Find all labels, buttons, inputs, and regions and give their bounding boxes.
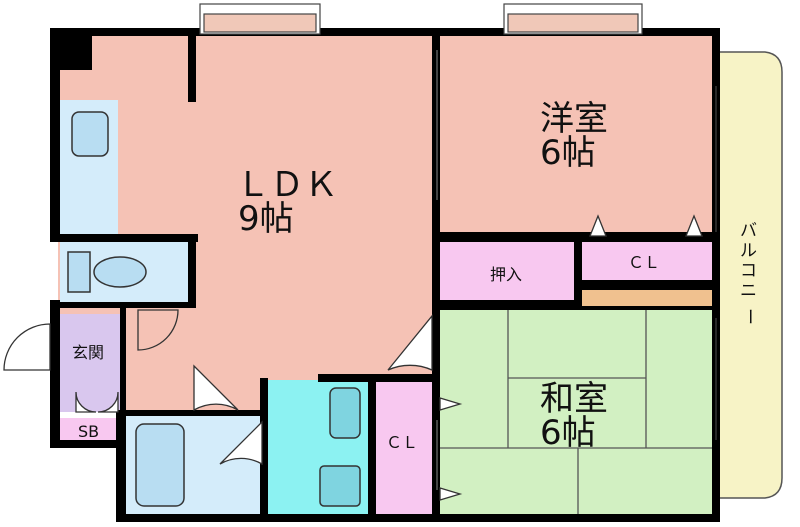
front-door [3,323,51,371]
tatami-edge [580,290,716,308]
entrance-label: 玄関 [72,343,104,362]
walls [50,28,720,522]
western-room-area [440,34,716,236]
western-name-label: 洋室 [540,99,608,139]
bathtub [135,423,185,507]
ldk-name-label: ＬＤＫ [236,165,338,205]
japanese-name-label: 和室 [540,379,608,419]
western-size-label: 6帖 [540,133,596,173]
closet-bottom-label: ＣＬ [386,433,418,452]
fixtures [67,111,361,507]
balcony-label-1: バ [740,221,757,241]
washroom-door [219,420,263,466]
washer-pan [319,465,361,507]
japanese-size-label: 6帖 [540,413,596,453]
balcony-label-5: ー [739,308,759,325]
doors [3,214,703,501]
wash-basin [329,387,361,439]
shoebox-label: SB [78,422,99,441]
balcony-label-3: コ [740,261,757,281]
room-fills [58,34,716,514]
shoebox-area [60,418,120,444]
balcony [717,51,783,499]
closet-bottom-area [374,380,436,514]
sink-fixture [71,111,109,157]
labels: ＬＤＫ 9帖 洋室 6帖 和室 6帖 押入 ＣＬ ＣＬ 玄関 SB バ ル コ … [72,99,759,453]
ldk-door [387,314,433,372]
toilet-bowl [93,256,147,288]
closet-top-area [580,240,716,282]
tatami-lines [440,310,716,514]
ldk-size-label: 9帖 [238,199,294,239]
oshiire-area [440,242,576,300]
entrance-area [60,314,122,412]
windows [199,3,717,440]
balcony-label-2: ル [740,241,757,261]
bath-door [193,364,239,412]
oshiire-label: 押入 [490,265,522,284]
closet-top-label: ＣＬ [628,253,660,272]
balcony-area [717,51,783,499]
shoebox-door [75,391,97,413]
shoebox-door-2 [97,391,119,413]
hall-door [137,309,179,351]
toilet-tank [67,251,91,293]
balcony-label-4: ニ [740,281,757,301]
